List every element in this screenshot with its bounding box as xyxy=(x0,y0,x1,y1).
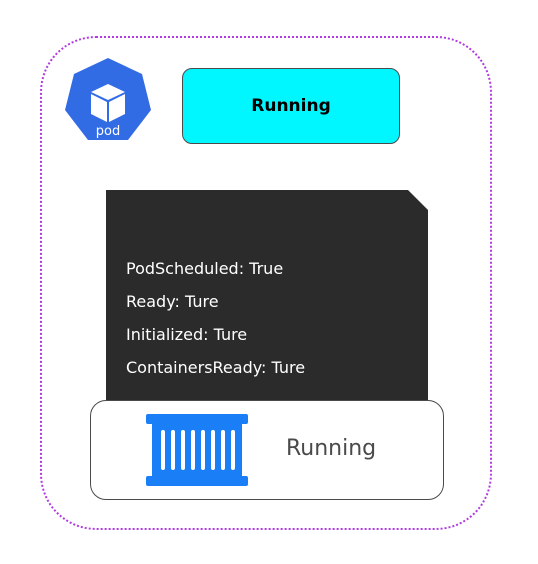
condition-initialized: Initialized: Ture xyxy=(126,325,248,344)
container-icon xyxy=(146,414,248,486)
pod-icon xyxy=(65,58,151,140)
pod-boundary xyxy=(40,36,492,530)
pod-conditions-card xyxy=(106,190,428,422)
pod-conditions-list: PodScheduled: True Ready: Ture Initializ… xyxy=(126,252,305,384)
condition-pod-scheduled: PodScheduled: True xyxy=(126,259,284,278)
pod-phase-box: Running xyxy=(182,68,400,144)
container-status: Running xyxy=(286,436,377,461)
pod-label: pod xyxy=(95,124,121,139)
pod-phase-status: Running xyxy=(251,96,331,116)
condition-ready: Ready: Ture xyxy=(126,292,219,311)
condition-containers-ready: ContainersReady: Ture xyxy=(126,358,306,377)
